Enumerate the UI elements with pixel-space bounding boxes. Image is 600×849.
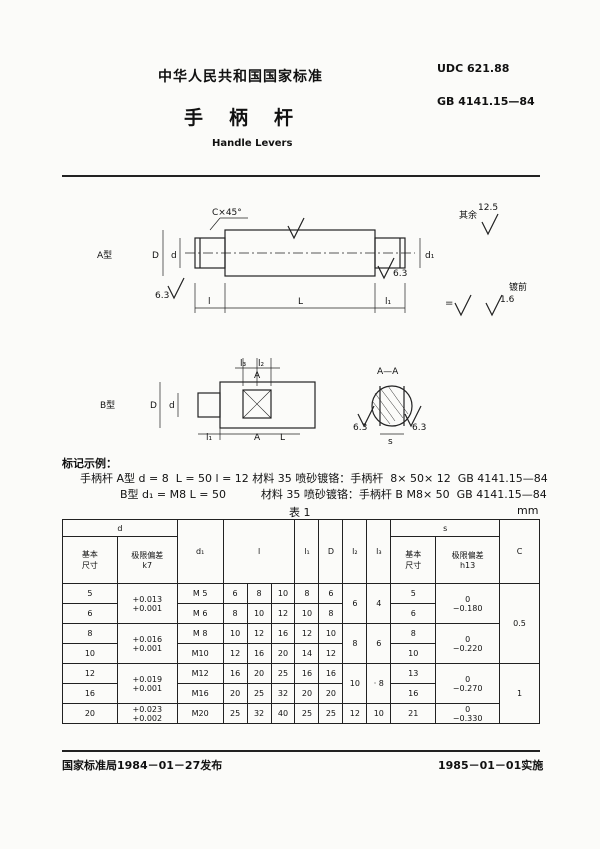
- header-C: C: [499, 519, 540, 584]
- type-b-square: [242, 389, 272, 419]
- type-b-label: B型: [100, 400, 115, 411]
- dim-d-b: d: [169, 401, 175, 411]
- header-d: d: [62, 519, 178, 537]
- rough-63-b2: 6.3: [412, 423, 426, 433]
- dim-d1-a: d₁: [425, 251, 435, 261]
- dim-s: s: [388, 437, 393, 447]
- header-d-basic: 基本 尺寸: [62, 536, 118, 584]
- dim-l1-a: l₁: [385, 297, 392, 307]
- example-line-1: 手柄杆 A型 d = 8 L = 50 l = 12 材料 35 喷砂镀铬：手柄…: [80, 472, 548, 485]
- section-mark-bottom: A: [254, 433, 261, 443]
- header-l2: l₂: [342, 519, 368, 584]
- dim-l3-b: l₃: [240, 359, 247, 369]
- dim-L-a: L: [298, 297, 303, 307]
- dim-L-b: L: [280, 433, 285, 443]
- header-s-tol: 极限偏差 h13: [435, 536, 501, 584]
- roughness-other-label: 其余: [459, 209, 477, 221]
- technical-drawing: C×45° 12.5 其余 A型 D d d₁ l L l₁ 6.3 6.3 =…: [97, 203, 527, 447]
- section-circle: [371, 385, 413, 427]
- type-a-label: A型: [97, 250, 112, 261]
- effective-date: 1985－01－01实施: [438, 759, 544, 772]
- issued-date: 国家标准局1984－01－27发布: [62, 759, 223, 772]
- section-label: A—A: [377, 367, 399, 377]
- dim-l2-b: l₂: [258, 359, 265, 369]
- plating-label: 镀前: [509, 281, 527, 293]
- udc-number: UDC 621.88: [437, 62, 510, 75]
- page-title: 手柄杆: [184, 107, 320, 129]
- header-l3: l₃: [366, 519, 392, 584]
- header-l: l: [222, 519, 296, 584]
- header-d-tol: 极限偏差 k7: [116, 536, 178, 584]
- header-s-basic: 基本 尺寸: [390, 536, 437, 584]
- rough-63-b: 6.3: [353, 423, 367, 433]
- rough-16: 1.6: [500, 295, 515, 305]
- dim-d-a: d: [171, 251, 177, 261]
- dim-l1-b: l₁: [206, 433, 213, 443]
- roughness-value: 12.5: [478, 203, 498, 213]
- example-line-2: B型 d₁ = M8 L = 50 材料 35 喷砂镀铬：手柄杆 B M8× 5…: [120, 488, 547, 501]
- header-D: D: [318, 519, 344, 584]
- header-s: s: [390, 519, 501, 537]
- rough-63-a: 6.3: [155, 291, 169, 301]
- dim-l-a: l: [208, 297, 211, 307]
- type-b-thread: [197, 392, 221, 418]
- header-l1: l₁: [294, 519, 320, 584]
- chamfer-label: C×45°: [212, 208, 242, 218]
- footer-divider: [62, 750, 540, 752]
- standard-title: 中华人民共和国国家标准: [158, 69, 323, 85]
- section-mark-top: A: [254, 371, 261, 381]
- table-unit: mm: [517, 504, 539, 517]
- type-b-body: [219, 381, 316, 429]
- header-divider: [62, 175, 540, 177]
- spec-table: d d₁ l l₁ D l₂ l₃ s C 基本 尺寸 极限偏差 k7 基本 尺…: [62, 519, 540, 724]
- dim-D-b: D: [150, 401, 157, 411]
- page-subtitle: Handle Levers: [212, 138, 293, 149]
- dim-D-a: D: [152, 251, 159, 261]
- example-heading: 标记示例：: [62, 457, 117, 470]
- header-d1: d₁: [176, 519, 224, 584]
- table-title: 表 1: [289, 506, 311, 519]
- gb-number: GB 4141.15—84: [437, 95, 535, 108]
- rough-63-a2: 6.3: [393, 269, 407, 279]
- svg-text:=: =: [445, 298, 453, 309]
